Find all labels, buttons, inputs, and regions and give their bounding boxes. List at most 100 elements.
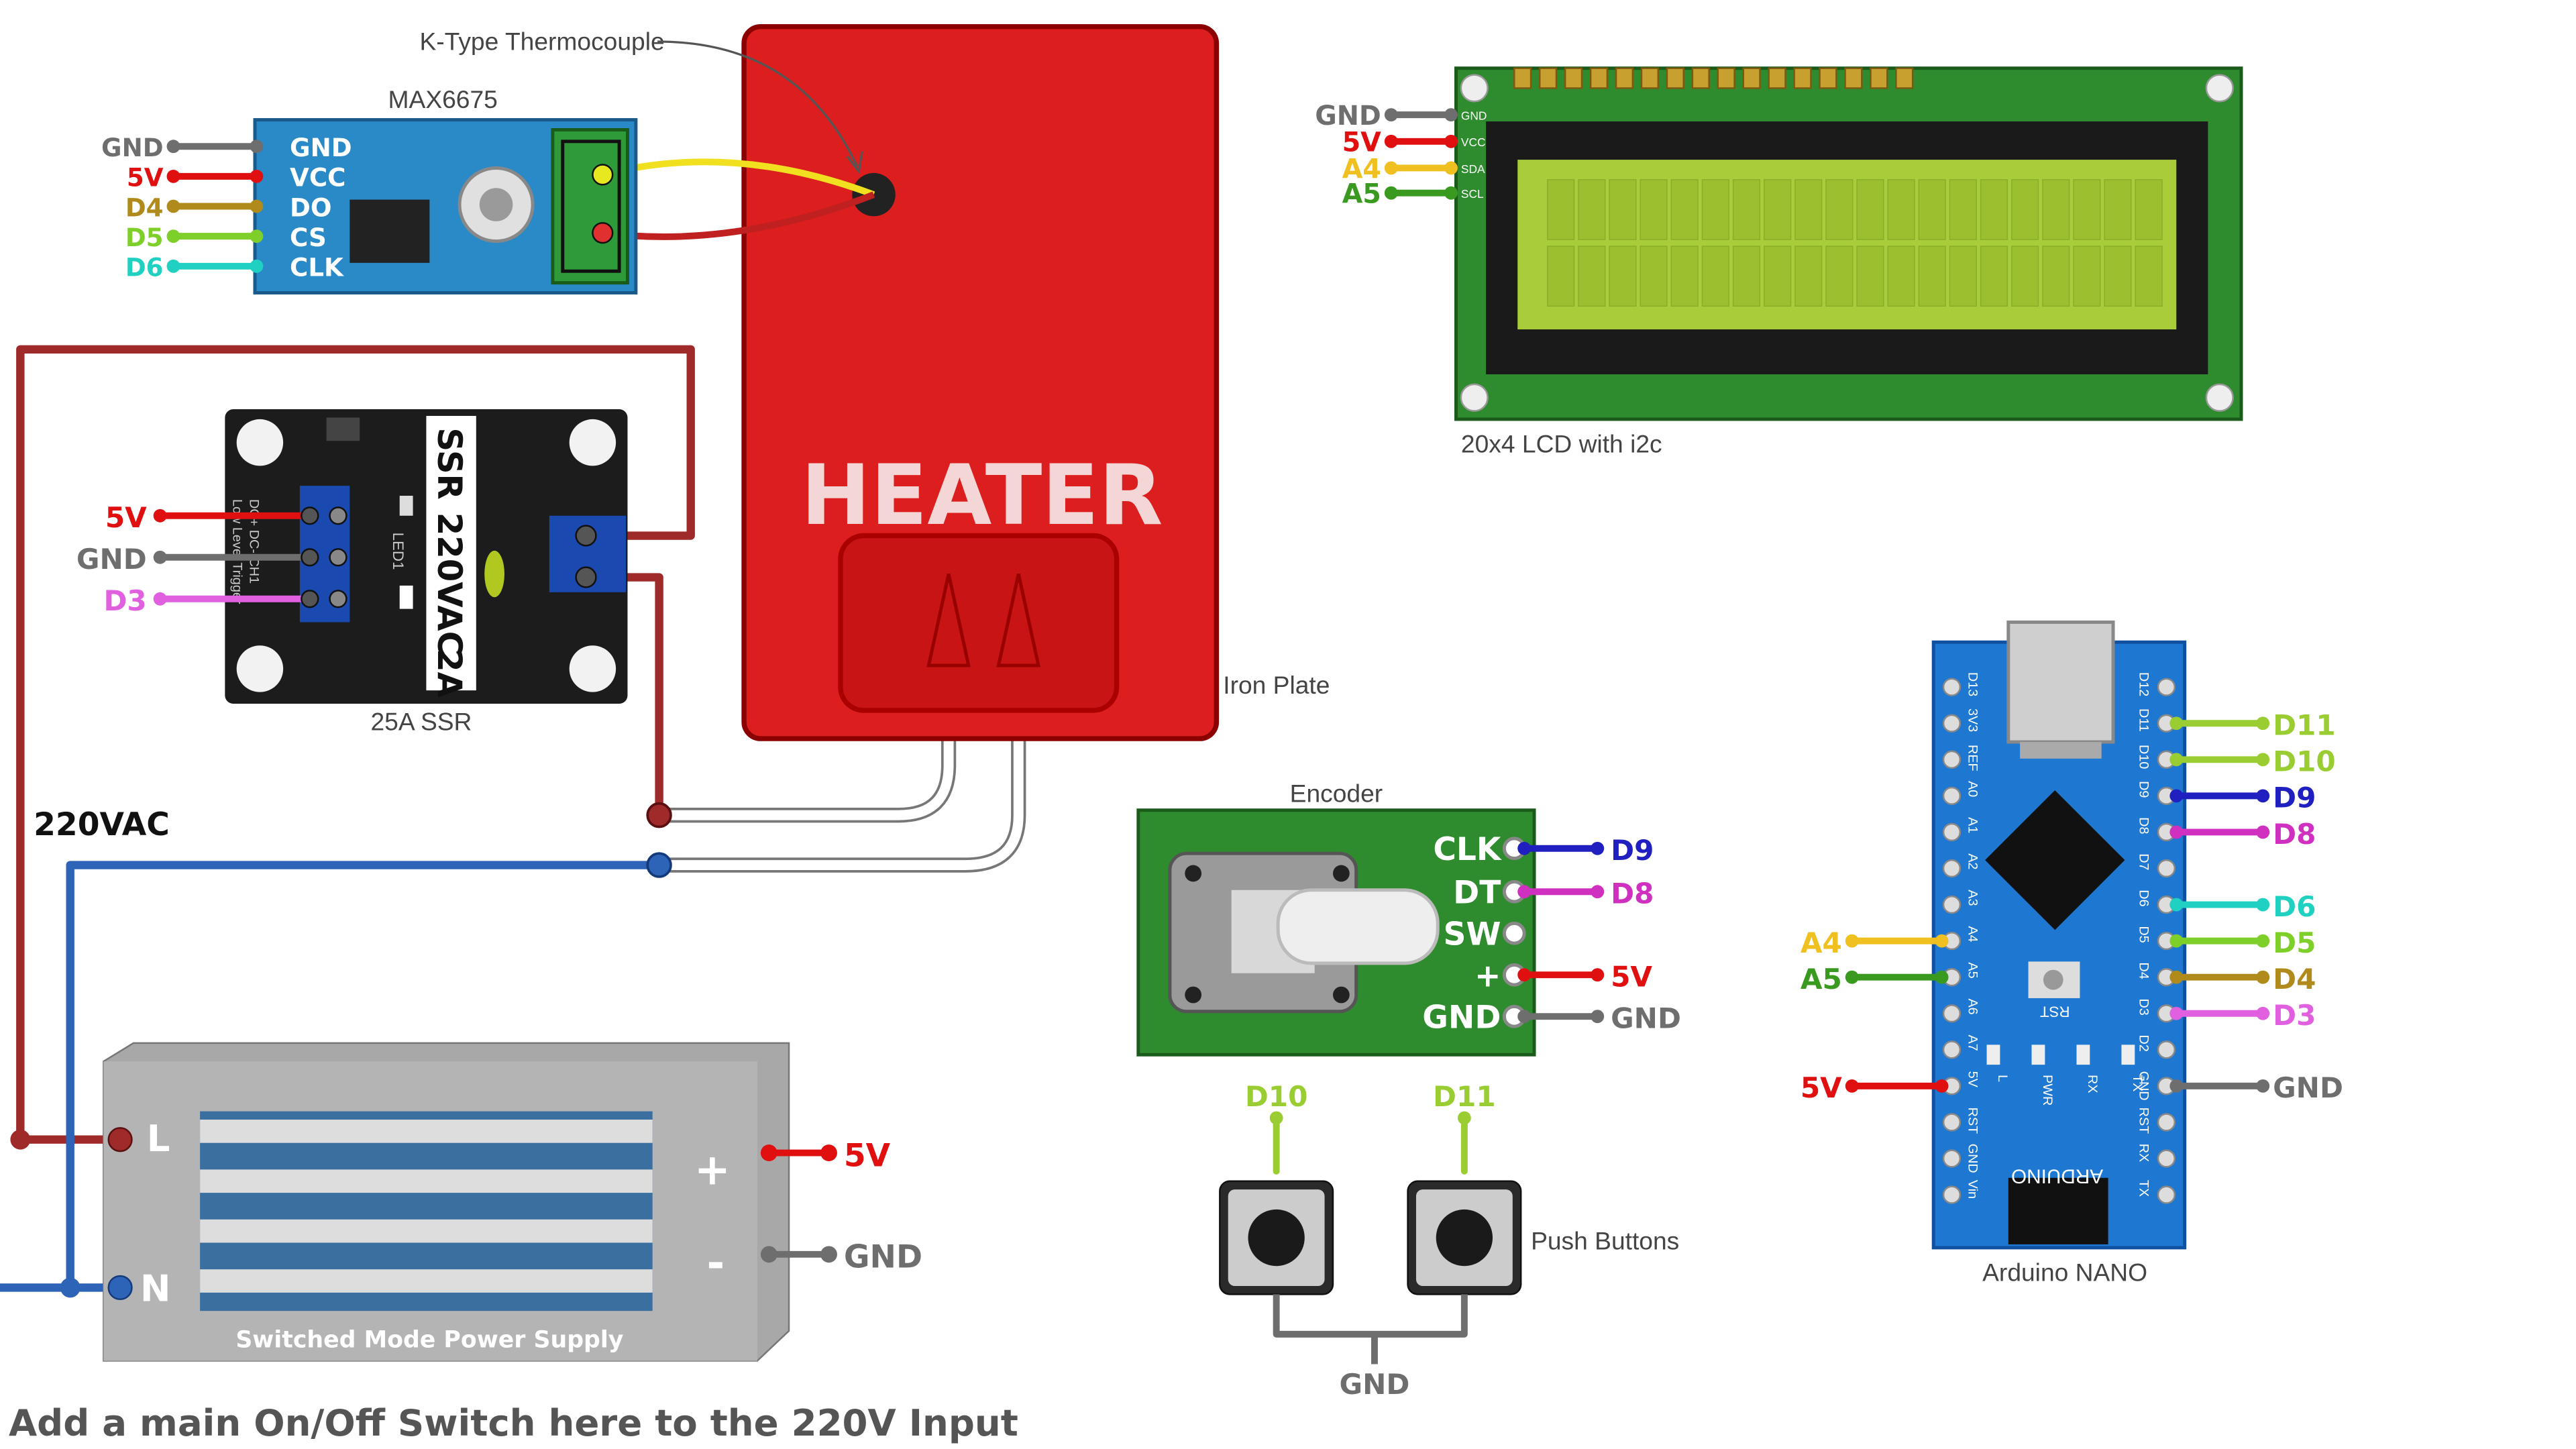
max6675-wire-label-gnd: GND	[101, 133, 164, 162]
nano-right-pin-rx: RX	[2137, 1144, 2151, 1163]
ssr-text-rating: 220VAC	[430, 513, 469, 655]
nano-led-pwr: PWR	[2040, 1075, 2055, 1106]
nano-left-pin-a2: A2	[1965, 853, 1980, 869]
nano-right-pin-d2: D2	[2137, 1035, 2151, 1052]
psu-module: L N + - 5V GND Switched Mode Power Suppl…	[103, 1042, 922, 1362]
buttons-gnd-wire	[1273, 1294, 1468, 1338]
max6675-pin-cs: CS	[290, 223, 327, 252]
arduino-pins: D133V3REFA0A1A2A3A4A5A6A75VRSTGNDVinD12D…	[1801, 672, 2343, 1204]
nano-right-pin-rst: RST	[2137, 1108, 2151, 1134]
lcd-label: 20x4 LCD with i2c	[1461, 430, 1662, 458]
arduino-nano: RST ARDUINO D133V3REFA0A1A2A3A4A5A6A75VR…	[1801, 621, 2343, 1287]
nano-left-pin-3v3: 3V3	[1965, 708, 1980, 732]
nano-right-pin-d7: D7	[2137, 853, 2151, 870]
button-wire-label-d10: D10	[1245, 1080, 1308, 1113]
encoder-pin-plus: +	[1474, 958, 1501, 995]
nano-wire-label-d4: D4	[2273, 963, 2316, 996]
max6675-wire-label-d4: D4	[125, 193, 164, 222]
iron-plate-label: Iron Plate	[1223, 671, 1330, 699]
psu-out-minus: GND	[844, 1239, 922, 1276]
heater: HEATER	[741, 23, 1220, 741]
ssr-wire-label-5v: 5V	[105, 501, 147, 534]
lcd-header-pins	[1513, 67, 1914, 89]
max6675-pin-do: DO	[290, 193, 331, 222]
lcd-character-grid	[1547, 179, 2163, 307]
push-button-right	[1407, 1180, 1522, 1295]
arduino-usb	[2006, 621, 2115, 744]
nano-left-pin-rst: RST	[1965, 1108, 1980, 1134]
buttons-gnd-label: GND	[1340, 1368, 1410, 1401]
max6675-wire-label-5v: 5V	[127, 163, 164, 193]
lcd-pin-vcc: VCC	[1461, 136, 1486, 149]
nano-led-rx: RX	[2085, 1075, 2100, 1093]
junction-l	[646, 802, 672, 828]
nano-wire-label-a4: A4	[1801, 926, 1842, 959]
max6675-terminal	[551, 127, 629, 285]
junction-l-psu	[10, 1129, 31, 1150]
nano-left-pin-d13: D13	[1965, 672, 1980, 696]
encoder-pin-sw: SW	[1444, 916, 1501, 953]
nano-wire-label-d6: D6	[2273, 890, 2316, 923]
ssr-wire-label-gnd: GND	[76, 543, 147, 576]
junction-n-psu	[60, 1277, 80, 1298]
psu-plus-label: +	[694, 1145, 731, 1195]
nano-left-pin-a4: A4	[1965, 926, 1980, 942]
psu-n-label: N	[140, 1267, 171, 1309]
ssr-led-label: LED1	[390, 533, 407, 570]
nano-wire-label-d11: D11	[2273, 709, 2336, 742]
nano-led-tx: TX	[2130, 1075, 2145, 1091]
lcd-pin-gnd: GND	[1461, 109, 1487, 123]
psu-l-label: L	[147, 1117, 170, 1160]
nano-wire-label-d3: D3	[2273, 999, 2316, 1032]
max6675-chip	[350, 199, 430, 263]
ssr-module: SSR 220VAC 2A LED1 DC+ DC- CH1 Low Level…	[76, 409, 628, 736]
psu-label: Switched Mode Power Supply	[235, 1327, 623, 1354]
nano-wire-label-d8: D8	[2273, 818, 2316, 851]
push-button-left	[1219, 1180, 1334, 1295]
power-switch-note: Add a main On/Off Switch here to the 220…	[9, 1401, 1018, 1444]
nano-wire-label-gnd: GND	[2273, 1071, 2343, 1104]
max6675-pin-clk: CLK	[290, 253, 344, 282]
nano-led-l: L	[1995, 1075, 2010, 1082]
nano-wire-label-5v: 5V	[1801, 1071, 1842, 1104]
nano-wire-label-a5: A5	[1801, 963, 1842, 996]
lcd-pin-scl: SCL	[1461, 187, 1484, 201]
max6675-wire-label-d6: D6	[125, 253, 164, 282]
mains-n-wire-2	[66, 861, 663, 1292]
encoder-knob	[1276, 888, 1440, 965]
nano-wire-label-d5: D5	[2273, 926, 2316, 959]
nano-left-pin-gnd: GND	[1965, 1144, 1980, 1173]
thermocouple-label: K-Type Thermocouple	[419, 27, 664, 55]
nano-left-pin-a6: A6	[1965, 998, 1980, 1014]
max6675-label: MAX6675	[388, 85, 498, 113]
heater-label: HEATER	[801, 447, 1163, 544]
encoder-pin-gnd: GND	[1422, 1000, 1501, 1036]
nano-right-pin-d11: D11	[2137, 708, 2151, 732]
nano-right-pin-d3: D3	[2137, 998, 2151, 1015]
button-wire-label-d11: D11	[1433, 1080, 1496, 1113]
ssr-relay-label-area	[426, 415, 476, 691]
thermocouple-pointer	[657, 40, 859, 167]
arduino-rst-label: RST	[2040, 1003, 2070, 1020]
encoder-wire-label-d8: D8	[1611, 877, 1654, 910]
nano-left-pin-a7: A7	[1965, 1035, 1980, 1051]
lcd-wire-label-a4: A4	[1342, 154, 1381, 184]
mains-l-wire	[16, 345, 695, 1144]
encoder-wire-label-5v: 5V	[1611, 961, 1652, 994]
encoder-label: Encoder	[1290, 779, 1383, 807]
lcd-pin-sda: SDA	[1461, 162, 1485, 176]
encoder-wire-label-d9: D9	[1611, 834, 1654, 867]
ssr-wire-label-d3: D3	[103, 584, 146, 617]
nano-right-pin-d4: D4	[2137, 962, 2151, 979]
arduino-logo: ARDUINO	[2011, 1165, 2103, 1187]
ssr-label: 25A SSR	[371, 708, 472, 736]
nano-wire-label-d9: D9	[2273, 782, 2316, 814]
nano-left-pin-a1: A1	[1965, 817, 1980, 833]
encoder-pin-clk: CLK	[1433, 831, 1502, 868]
thermocouple-wire-red	[602, 191, 875, 240]
